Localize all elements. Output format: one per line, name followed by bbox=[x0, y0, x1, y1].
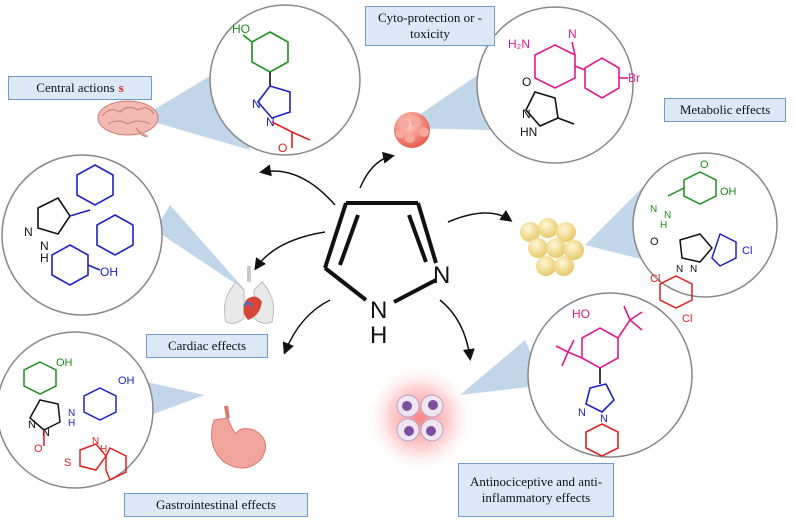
cardiac-h-label: H bbox=[40, 251, 49, 265]
arrow-antinoc bbox=[439, 299, 475, 361]
central-actions-mark: s bbox=[118, 79, 124, 95]
gastro-bn-label: N bbox=[92, 436, 99, 447]
central-n1-label: N bbox=[252, 97, 261, 111]
gastro-s-label: S bbox=[64, 457, 71, 469]
cyto-cn-label: N bbox=[568, 27, 577, 41]
gastro-oh2-label: OH bbox=[118, 375, 135, 387]
fat-cells-icon bbox=[520, 218, 584, 276]
core-h-label: H bbox=[370, 322, 387, 349]
gastro-oh1-label: OH bbox=[56, 357, 73, 369]
lungs-heart-icon bbox=[223, 266, 275, 324]
arrow-central bbox=[259, 164, 336, 206]
label-cyto: Cyto-protection or -toxicity bbox=[365, 6, 495, 46]
label-cardiac: Cardiac effects bbox=[146, 334, 268, 358]
label-gastro: Gastrointestinal effects bbox=[124, 493, 308, 517]
metabolic-oh-label: OH bbox=[720, 186, 737, 198]
cyto-text: Cyto-protection or -toxicity bbox=[378, 9, 482, 41]
central-actions-text: Central actions bbox=[36, 79, 115, 95]
molecule-central: HO N N O bbox=[209, 4, 361, 156]
metabolic-n1-label: N bbox=[650, 204, 657, 215]
label-antinoc: Antinociceptive and anti-inflammatory ef… bbox=[458, 463, 614, 517]
gastro-text: Gastrointestinal effects bbox=[156, 496, 276, 512]
metabolic-cl3-label: Cl bbox=[682, 313, 692, 325]
pyrazole-core bbox=[323, 201, 438, 304]
antinoc-ho-label: HO bbox=[572, 307, 590, 321]
cardiac-text: Cardiac effects bbox=[167, 337, 247, 353]
metabolic-n4-label: N bbox=[690, 264, 697, 275]
gastro-n2-label: N bbox=[42, 427, 50, 439]
inflamed-cells-icon bbox=[365, 363, 475, 473]
metabolic-text: Metabolic effects bbox=[679, 101, 771, 117]
callout-cyto bbox=[400, 70, 490, 130]
callout-antinoc bbox=[460, 340, 545, 395]
central-oh-label: HO bbox=[232, 22, 250, 36]
metabolic-cl2-label: Cl bbox=[650, 273, 660, 285]
metabolic-nh-label: N bbox=[664, 210, 671, 221]
cell-cluster-icon bbox=[394, 112, 430, 148]
antinoc-text: Antinociceptive and anti-inflammatory ef… bbox=[469, 473, 603, 505]
arrow-gastro bbox=[282, 299, 331, 355]
core-n-label: N bbox=[433, 262, 450, 289]
molecule-antinoc: HO N N bbox=[527, 292, 693, 458]
arrow-metabolic bbox=[447, 209, 513, 223]
brain-icon bbox=[97, 100, 159, 137]
molecule-cyto: H₂N N Br O N HN bbox=[476, 6, 640, 164]
molecule-metabolic: O OH N N H O N N Cl Cl Cl bbox=[632, 152, 778, 325]
metabolic-o-label: O bbox=[650, 236, 659, 248]
cyto-br-label: Br bbox=[628, 71, 640, 85]
molecule-gastro: OH N N N H OH O S N H bbox=[0, 331, 154, 489]
molecule-cardiac: N N H OH bbox=[1, 154, 163, 316]
cardiac-n1-label: N bbox=[24, 225, 33, 239]
gastro-nh-label: N bbox=[68, 408, 75, 419]
gastro-h-label: H bbox=[68, 418, 75, 429]
cyto-o-label: O bbox=[522, 75, 531, 89]
callout-cardiac bbox=[155, 205, 245, 290]
arrow-cardiac bbox=[254, 231, 326, 271]
antinoc-n2-label: N bbox=[600, 413, 608, 425]
arrow-cyto bbox=[359, 151, 395, 189]
core-nh-label: N bbox=[370, 297, 387, 324]
cyto-n1-label: N bbox=[522, 107, 531, 121]
gastro-o-label: O bbox=[34, 443, 43, 455]
cardiac-nh-label: N bbox=[40, 239, 49, 253]
cardiac-oh-label: OH bbox=[100, 265, 118, 279]
gastro-bh-label: H bbox=[100, 444, 107, 455]
cyto-hn-label: HN bbox=[520, 125, 537, 139]
central-n2-label: N bbox=[266, 115, 275, 129]
central-o-label: O bbox=[278, 141, 287, 155]
metabolic-ome-label: O bbox=[700, 159, 709, 171]
gastro-n1-label: N bbox=[28, 419, 36, 431]
arrows bbox=[254, 151, 513, 361]
metabolic-cl1-label: Cl bbox=[742, 245, 752, 257]
stomach-icon bbox=[211, 405, 267, 469]
label-central-actions: Central actions s bbox=[8, 76, 152, 100]
metabolic-n3-label: N bbox=[676, 264, 683, 275]
metabolic-h-label: H bbox=[660, 220, 667, 231]
cyto-h2n-label: H₂N bbox=[508, 37, 530, 51]
label-metabolic: Metabolic effects bbox=[664, 98, 786, 122]
antinoc-n1-label: N bbox=[578, 407, 586, 419]
